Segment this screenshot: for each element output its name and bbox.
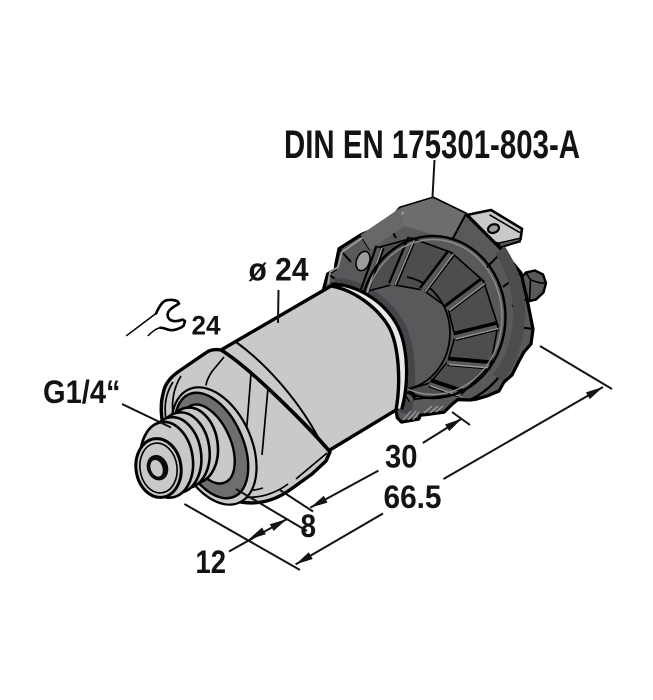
svg-text:ø 24: ø 24: [249, 252, 309, 288]
svg-text:G1/4“: G1/4“: [43, 374, 121, 410]
svg-text:30: 30: [385, 439, 418, 475]
svg-text:12: 12: [196, 544, 227, 580]
svg-text:8: 8: [301, 508, 317, 544]
svg-text:DIN EN 175301-803-A: DIN EN 175301-803-A: [284, 123, 580, 167]
svg-text:66.5: 66.5: [384, 479, 442, 515]
svg-text:24: 24: [192, 311, 221, 341]
